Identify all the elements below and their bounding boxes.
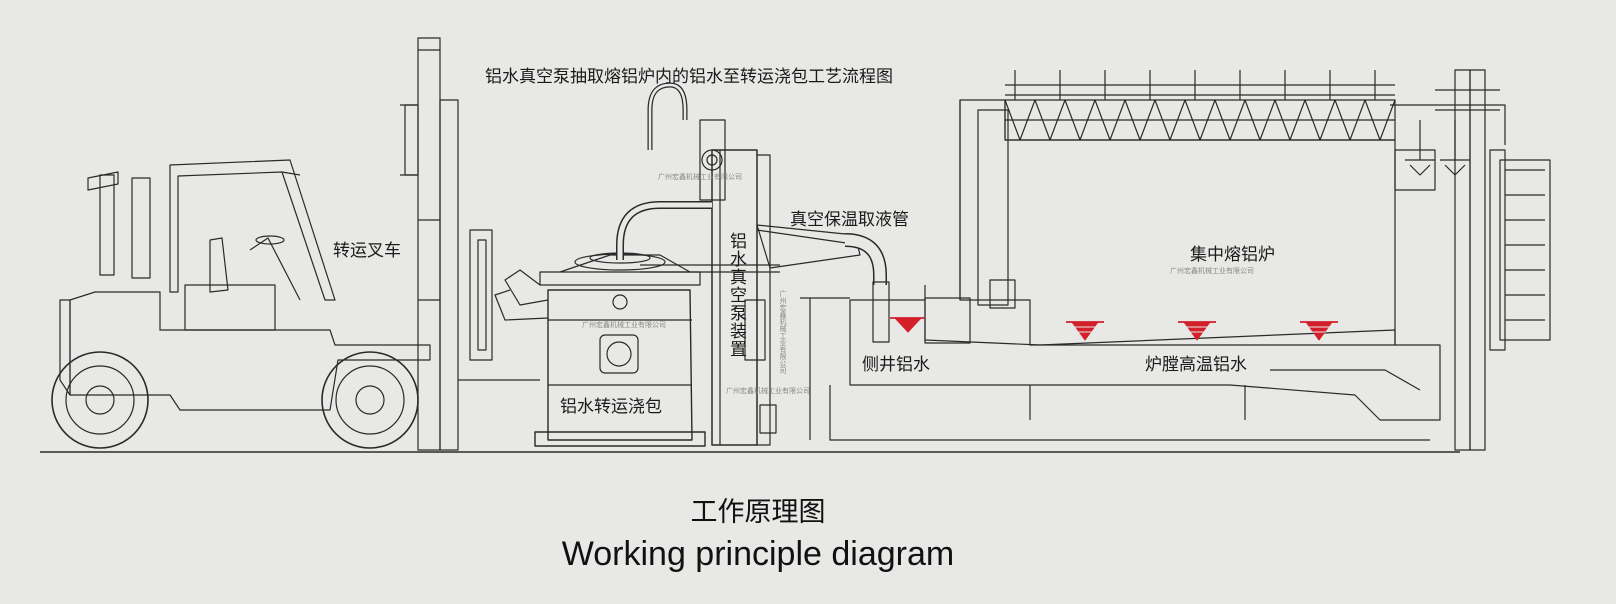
furnace-side-well <box>924 297 971 344</box>
caption-chinese: 工作原理图 <box>690 497 826 528</box>
label-furnace: 集中熔铝炉 <box>1190 245 1275 265</box>
watermark-device-top: 广州宏鑫机械工业有限公司 <box>658 173 742 181</box>
label-chamber-melt: 炉膛高温铝水 <box>1145 355 1247 375</box>
melt-markers <box>890 317 1338 341</box>
watermark-device-side: 广州宏鑫机械工业有限公司 <box>779 290 787 374</box>
suction-pipe-tip <box>872 281 890 343</box>
label-side-well: 侧井铝水 <box>862 355 930 375</box>
forklift <box>51 37 540 451</box>
forklift-body <box>69 291 431 411</box>
device-hook <box>647 82 688 150</box>
suction-pipe <box>756 224 890 343</box>
forklift-counterweight <box>59 299 71 396</box>
label-suction-pipe: 真空保温取液管 <box>790 210 909 230</box>
melt-marker-side-well <box>890 317 925 333</box>
label-ladle: 铝水转运浇包 <box>560 397 662 417</box>
ladle-spout <box>504 269 549 306</box>
label-vacuum-device: 铝水真空泵装置 <box>726 232 746 358</box>
watermark-device-bottom: 广州宏鑫机械工业有限公司 <box>726 387 810 395</box>
caption-english: Working principle diagram <box>561 535 955 573</box>
forklift-rear-wheel <box>51 351 149 449</box>
furnace-chamber <box>849 285 1441 421</box>
forklift-exhaust <box>99 174 115 276</box>
device-column <box>711 149 758 446</box>
furnace-right-structure <box>1390 69 1551 451</box>
watermark-ladle: 广州宏鑫机械工业有限公司 <box>582 321 666 329</box>
forklift-seat-base <box>184 284 276 331</box>
melt-marker-chamber-3 <box>1300 321 1338 341</box>
watermark-furnace: 广州宏鑫机械工业有限公司 <box>1170 267 1254 275</box>
forklift-seat <box>209 237 229 293</box>
label-forklift: 转运叉车 <box>333 241 401 261</box>
furnace-body <box>959 99 1396 346</box>
ladle-shell <box>547 289 693 441</box>
ladle <box>494 252 706 447</box>
forklift-carriage <box>458 229 540 381</box>
forklift-cab <box>169 159 336 301</box>
ladle-port <box>599 334 639 374</box>
diagram-title: 铝水真空泵抽取熔铝炉内的铝水至转运浇包工艺流程图 <box>485 67 893 87</box>
melt-marker-chamber-1 <box>1066 321 1104 341</box>
forklift-mast <box>400 37 459 451</box>
vacuum-pump-device <box>616 82 780 446</box>
melt-marker-chamber-2 <box>1178 321 1216 341</box>
ladle-lid <box>539 271 701 286</box>
furnace <box>800 69 1551 451</box>
forklift-front-wheel <box>321 351 419 449</box>
